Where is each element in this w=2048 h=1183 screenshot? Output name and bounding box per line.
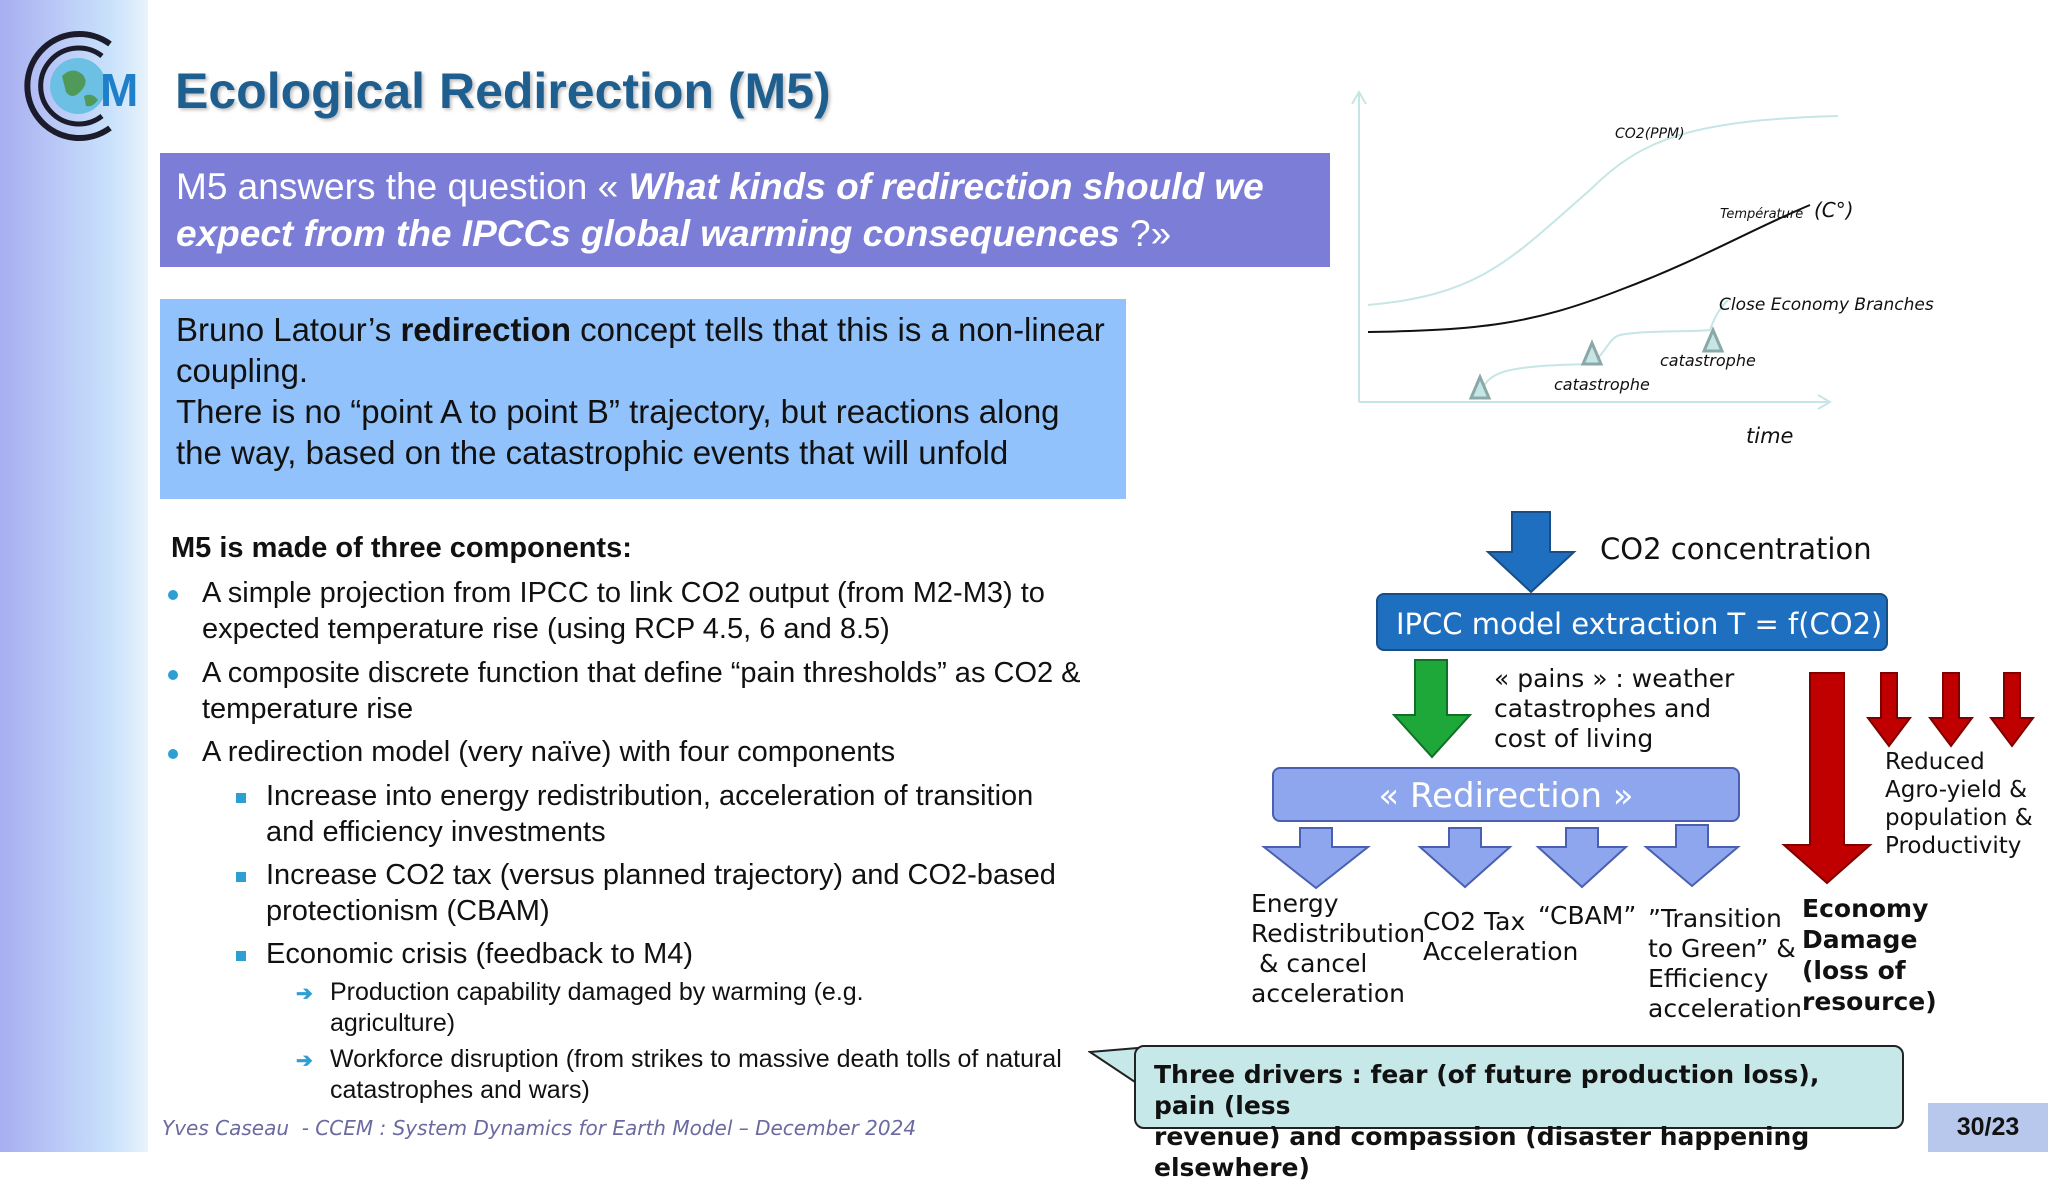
sub-list-item-text: Increase into energy redistribution, acc… <box>266 780 1034 848</box>
pains-arrow-icon <box>1391 659 1473 759</box>
sidebar-gradient <box>0 0 148 1152</box>
ipcc-model-box: IPCC model extraction T = f(CO2) <box>1376 593 1888 651</box>
temperature-curve <box>1367 204 1811 333</box>
reduced-arrow-icon <box>1989 672 2035 748</box>
drivers-callout: Three drivers : fear (of future producti… <box>1134 1045 1904 1182</box>
list-item: A composite discrete function that defin… <box>168 655 1090 727</box>
co2tax-arrow-icon <box>1417 827 1513 889</box>
pains-line: catastrophes and <box>1494 694 1712 723</box>
pains-line: cost of living <box>1494 724 1654 753</box>
energy-line: acceleration <box>1251 979 1406 1008</box>
transition-line: acceleration <box>1648 994 1803 1023</box>
list-item-text: A composite discrete function that defin… <box>202 657 1081 725</box>
sub-list-item: Increase into energy redistribution, acc… <box>234 778 1074 850</box>
reduced-line: Productivity <box>1885 833 2022 859</box>
list-item: A simple projection from IPCC to link CO… <box>168 575 1090 647</box>
redirection-box: « Redirection » <box>1272 767 1740 822</box>
question-emphasis: What kinds of redirection should we expe… <box>176 166 1264 254</box>
economy-damage-label: Economy Damage (loss of resource) <box>1802 893 1937 1017</box>
co2-input-arrow-icon <box>1485 511 1577 594</box>
energy-line: & cancel <box>1251 949 1368 978</box>
co2tax-line: CO2 Tax <box>1423 907 1526 936</box>
close-economy-label: Close Economy Branches <box>1719 295 1934 315</box>
trajectory-graph: CO2(PPM) Température (C°) Close Economy … <box>1351 90 1934 448</box>
list-item-text: A redirection model (very naïve) with fo… <box>202 736 896 768</box>
transition-arrow-icon <box>1643 824 1741 888</box>
cbam-label: “CBAM” <box>1538 901 1637 930</box>
co2tax-label: CO2 Tax Acceleration <box>1423 907 1578 967</box>
economy-branch-curve <box>1479 299 1729 396</box>
pains-line: « pains » : weather <box>1494 664 1735 693</box>
energy-label: Energy Redistribution & cancel accelerat… <box>1251 889 1425 1009</box>
drivers-line: Three drivers : fear (of future producti… <box>1154 1060 1820 1120</box>
temperature-unit: (C°) <box>1814 198 1854 222</box>
catastrophe-label-2: catastrophe <box>1660 351 1756 370</box>
latour-line-2: There is no “point A to point B” traject… <box>176 393 1060 471</box>
drivers-line: revenue) and compassion (disaster happen… <box>1154 1122 1810 1182</box>
pains-label: « pains » : weather catastrophes and cos… <box>1494 664 1734 754</box>
catastrophe-marker-icon <box>1701 326 1725 353</box>
sub-sub-list-item: ➔ Workforce disruption (from strikes to … <box>296 1044 1096 1106</box>
economy-line: (loss of <box>1802 956 1906 985</box>
co2-concentration-label: CO2 concentration <box>1600 532 1872 566</box>
sub-list-item: Economic crisis (feedback to M4) <box>234 936 1074 972</box>
latour-box: Bruno Latour’s redirection concept tells… <box>160 299 1126 499</box>
reduced-line: Agro-yield & <box>1885 777 2028 803</box>
co2-ppm-label: CO2(PPM) <box>1615 126 1685 142</box>
footer-text: Yves Caseau - CCEM : System Dynamics for… <box>162 1116 917 1140</box>
energy-line: Redistribution <box>1251 919 1426 948</box>
economy-line: resource) <box>1802 987 1937 1016</box>
reduced-arrow-icon <box>1928 672 1974 748</box>
logo-letter: M <box>100 64 138 116</box>
sub-list-item-text: Increase CO2 tax (versus planned traject… <box>266 859 1056 927</box>
economy-damage-arrow-icon <box>1781 672 1873 885</box>
list-item-text: A simple projection from IPCC to link CO… <box>202 577 1045 645</box>
energy-line: Energy <box>1251 889 1339 918</box>
time-label: time <box>1746 424 1793 448</box>
economy-line: Damage <box>1802 925 1918 954</box>
economy-line: Economy <box>1802 894 1929 923</box>
latour-text-2: concept tells that this is a non-linear … <box>176 311 1105 389</box>
transition-line: to Green” & <box>1648 934 1796 963</box>
energy-arrow-icon <box>1261 827 1371 890</box>
page-number: 30/23 <box>1928 1103 2048 1152</box>
question-box: M5 answers the question « What kinds of … <box>160 153 1330 267</box>
sub-list-item-text: Economic crisis (feedback to M4) <box>266 938 694 970</box>
list-item: A redirection model (very naïve) with fo… <box>168 734 1090 770</box>
co2tax-line: Acceleration <box>1423 937 1579 966</box>
sub-sub-list-item: ➔ Production capability damaged by warmi… <box>296 977 1096 1039</box>
cbam-arrow-icon <box>1535 827 1629 889</box>
catastrophe-label-1: catastrophe <box>1554 375 1650 394</box>
page-title: Ecological Redirection (M5) <box>175 63 831 119</box>
transition-line: ”Transition <box>1648 904 1782 933</box>
sub-sub-list-item-text: Production capability damaged by warming… <box>330 978 864 1037</box>
components-title: M5 is made of three components: <box>171 532 632 564</box>
catastrophe-marker-icon <box>1468 373 1492 400</box>
ccem-logo: M <box>18 26 148 146</box>
latour-text: Bruno Latour’s <box>176 311 401 348</box>
reduced-line: population & <box>1885 805 2033 831</box>
transition-line: Efficiency <box>1648 964 1769 993</box>
sub-sub-list-item-text: Workforce disruption (from strikes to ma… <box>330 1045 1062 1104</box>
transition-label: ”Transition to Green” & Efficiency accel… <box>1648 904 1802 1024</box>
latour-bold: redirection <box>400 311 571 348</box>
sub-list-item: Increase CO2 tax (versus planned traject… <box>234 857 1074 929</box>
question-suffix: ?» <box>1119 213 1172 254</box>
reduced-productivity-label: Reduced Agro-yield & population & Produc… <box>1885 748 2033 860</box>
diagram-arrows <box>1261 511 2035 890</box>
reduced-line: Reduced <box>1885 749 1985 775</box>
question-prefix: M5 answers the question « <box>176 166 629 207</box>
reduced-arrow-icon <box>1866 672 1912 748</box>
catastrophe-marker-icon <box>1580 339 1604 366</box>
temperature-label: Température <box>1720 207 1803 222</box>
co2-curve <box>1367 115 1839 306</box>
